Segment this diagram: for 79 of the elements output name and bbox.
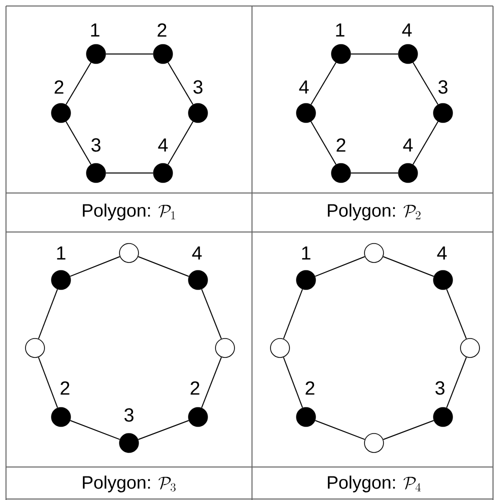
polygon-side	[446, 356, 467, 408]
polygon-side	[105, 172, 154, 174]
filled-vertex	[86, 163, 106, 183]
caption: $\text{Polygon: }\mathcal{P}_2$	[328, 204, 420, 220]
polygon-side	[66, 62, 92, 105]
vertex-label: 4	[192, 246, 202, 260]
filled-vertex	[188, 407, 208, 427]
filled-vertex	[51, 103, 71, 123]
filled-vertex	[398, 44, 418, 64]
vertex-label: 4	[403, 138, 413, 152]
polygon-side	[168, 62, 194, 105]
filled-vertex	[296, 407, 316, 427]
filled-vertex	[433, 270, 453, 290]
vertex-label: 4	[299, 80, 309, 94]
vertex-label: 3	[435, 381, 444, 395]
filled-vertex	[398, 163, 418, 183]
filled-vertex	[296, 270, 316, 290]
polygon-side	[138, 420, 190, 440]
vertex-label: 1	[336, 23, 344, 37]
filled-vertex	[433, 103, 453, 123]
polygon-side	[38, 288, 58, 340]
vertex-label: 2	[336, 138, 346, 152]
polygon-side	[138, 256, 190, 277]
caption: $\text{Polygon: }\mathcal{P}_4$	[328, 476, 421, 492]
hollow-vertex	[364, 433, 384, 453]
filled-vertex	[331, 163, 351, 183]
polygon-side	[70, 256, 120, 277]
filled-vertex	[296, 103, 316, 123]
vertex-label: 2	[60, 381, 70, 395]
polygon-side	[310, 121, 336, 165]
vertex-label: 2	[158, 23, 166, 37]
polygon-side	[38, 356, 58, 408]
vertex-label: 3	[193, 80, 202, 94]
polygon-side	[382, 256, 434, 277]
polygon-side	[314, 420, 366, 440]
vertex-label: 3	[91, 138, 100, 152]
vertex-label: 3	[124, 408, 134, 422]
vertex-label: 2	[54, 80, 64, 94]
vertex-label: 2	[306, 381, 314, 395]
polygon-side	[412, 62, 438, 105]
filled-vertex	[51, 270, 71, 290]
polygon-side	[283, 288, 303, 340]
polygon-side	[350, 172, 399, 174]
vertex-label: 4	[158, 138, 168, 152]
filled-vertex	[188, 270, 208, 290]
hollow-vertex	[364, 243, 384, 263]
hollow-vertex	[119, 243, 139, 263]
vertex-label: 1	[57, 246, 66, 260]
hollow-vertex	[25, 338, 45, 358]
polygon-side	[446, 288, 467, 340]
vertex-label: 1	[302, 246, 310, 260]
filled-vertex	[153, 163, 173, 183]
polygon-side	[314, 256, 366, 277]
vertex-label: 3	[438, 80, 448, 94]
polygon-side	[412, 121, 438, 165]
caption: $\text{Polygon: }\mathcal{P}_3$	[82, 476, 176, 492]
vertex-label: 4	[402, 23, 412, 37]
polygon-side	[310, 62, 336, 105]
vertex-label: 4	[437, 246, 447, 260]
hollow-vertex	[460, 338, 480, 358]
filled-vertex	[433, 407, 453, 427]
hollow-vertex	[215, 338, 235, 358]
filled-vertex	[331, 44, 351, 64]
caption: $\text{Polygon: }\mathcal{P}_1$	[82, 204, 176, 220]
filled-vertex	[119, 433, 139, 453]
polygon-side	[167, 121, 194, 165]
hollow-vertex	[270, 338, 290, 358]
polygon-side	[70, 420, 120, 440]
polygon-side	[65, 121, 92, 165]
filled-vertex	[86, 44, 106, 64]
vertex-label: 2	[190, 381, 200, 395]
filled-vertex	[188, 103, 208, 123]
polygon-side	[282, 356, 303, 408]
polygon-side	[201, 356, 222, 408]
filled-vertex	[51, 407, 71, 427]
polygon-side	[382, 420, 434, 440]
filled-vertex	[153, 44, 173, 64]
vertex-label: 1	[91, 23, 100, 37]
polygon-side	[201, 288, 222, 340]
